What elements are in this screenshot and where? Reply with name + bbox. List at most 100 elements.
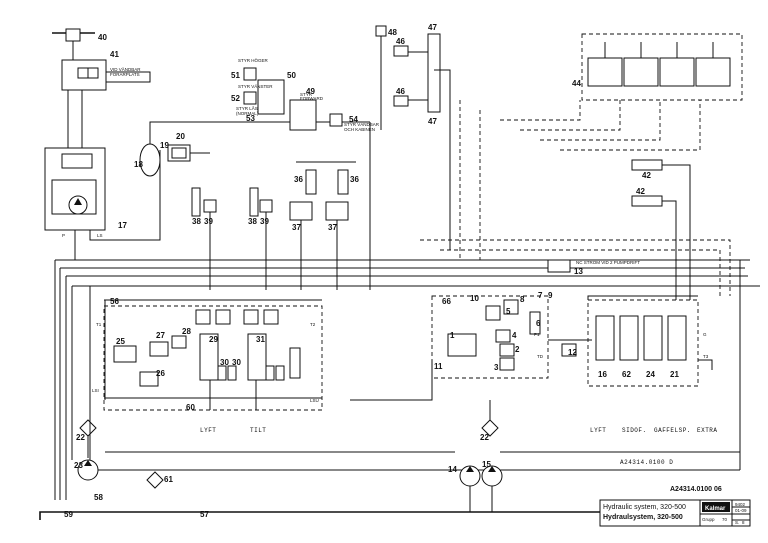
label-tilt: TILT — [250, 427, 266, 434]
label-6: 6 — [536, 319, 541, 328]
label-36b: 36 — [350, 175, 359, 184]
port-t1: T1 — [96, 322, 102, 327]
v49-text-a: STYR — [300, 92, 313, 97]
control-valve-bank-44 — [459, 33, 743, 260]
v50-text-a: STYR HÖGER — [238, 57, 269, 63]
label-14: 62 — [622, 370, 631, 379]
label-25: 25 — [116, 337, 125, 346]
label-12: 12 — [568, 348, 577, 357]
port-lsi: LSI — [92, 388, 99, 393]
label-16: 21 — [670, 370, 679, 379]
valve-62 — [420, 239, 731, 296]
port-g: G — [703, 332, 707, 337]
label-58: 58 — [94, 493, 103, 502]
v54-text-a: STYR VÄNDBAR — [344, 121, 380, 127]
label-22b: 22 — [480, 433, 489, 442]
port-td: TD — [537, 354, 544, 359]
group-value: 70 — [722, 517, 728, 522]
cylinders-42 — [631, 159, 691, 300]
valve-38-39-group — [191, 187, 273, 290]
label-30a: 30 — [220, 358, 229, 367]
label-11: 11 — [434, 362, 443, 371]
label-36a: 36 — [294, 175, 303, 184]
label-1: 1 — [450, 331, 455, 340]
label-41-text-b: FÖRARPLATS — [110, 71, 140, 77]
label-53: 53 — [246, 114, 255, 123]
label-28: 28 — [182, 327, 191, 336]
brand-logo-text: Kalmar — [705, 506, 726, 512]
label-21: 15 — [482, 460, 491, 469]
label-44: 44 — [572, 79, 581, 88]
accumulator-group — [139, 121, 370, 177]
label-38a: 38 — [192, 217, 201, 226]
label-10: 10 — [470, 294, 479, 303]
label-41: 41 — [110, 50, 119, 59]
label-51: 51 — [231, 71, 240, 80]
label-extra: EXTRA — [697, 427, 718, 434]
label-lyft-right: LYFT — [590, 427, 606, 434]
title-sv: Hydraulsystem, 320-500 — [603, 514, 683, 521]
page-value: 8 — [742, 520, 745, 525]
v50-text-c: STYR LÅS — [236, 105, 258, 111]
label-46a: 46 — [396, 37, 405, 46]
label-9: 9 — [548, 291, 553, 300]
main-lines — [39, 259, 760, 520]
label-26: 26 — [156, 369, 165, 378]
v50-text-d: (NORMAL) — [236, 111, 259, 116]
title-en: Hydraulic system, 320-500 — [603, 504, 686, 511]
title-block — [599, 499, 751, 527]
label-40: 40 — [98, 33, 107, 42]
label-15: 24 — [646, 370, 655, 379]
label-50: 50 — [287, 71, 296, 80]
label-29: 29 — [209, 335, 218, 344]
label-27: 27 — [156, 331, 165, 340]
v49-text-b: FORWARD — [300, 96, 324, 101]
label-31: 31 — [256, 335, 265, 344]
port-ls: LS — [97, 233, 103, 238]
v54-text-b: OCH KABINEN — [344, 127, 375, 132]
steering-unit-group — [44, 28, 161, 260]
label-37a: 37 — [292, 223, 301, 232]
label-3: 3 — [494, 363, 499, 372]
priority-valve-block — [350, 295, 592, 401]
label-39a: 39 — [204, 217, 213, 226]
label-23: 23 — [74, 461, 83, 470]
label-60: 60 — [186, 403, 195, 412]
label-61: 61 — [164, 475, 173, 484]
label-37b: 37 — [328, 223, 337, 232]
ref-code: A24314.0100 D — [620, 459, 673, 466]
label-17: 17 — [118, 221, 127, 230]
nc-strom-note: NC STRÖM VID 2 PUMPDRIFT — [576, 259, 640, 265]
label-56: 56 — [110, 297, 119, 306]
label-19: 19 — [160, 141, 169, 150]
label-39b: 39 — [260, 217, 269, 226]
port-p1: P1 — [534, 332, 540, 337]
label-47a: 47 — [428, 23, 437, 32]
port-lsu: LSU — [310, 398, 319, 403]
label-18: 18 — [134, 160, 143, 169]
label-13: 16 — [598, 370, 607, 379]
label-48: 48 — [388, 28, 397, 37]
label-49: 49 — [306, 87, 315, 96]
label-46b: 46 — [396, 87, 405, 96]
label-22a: 22 — [76, 433, 85, 442]
sheet-code: 01-09 — [735, 508, 747, 513]
label-57: 57 — [200, 510, 209, 519]
port-p: P — [62, 233, 65, 238]
label-4: 4 — [512, 331, 517, 340]
label-42a: 42 — [642, 171, 651, 180]
pumps-and-filters — [77, 400, 503, 512]
label-20: 20 — [176, 132, 185, 141]
label-66: 66 — [442, 297, 451, 306]
label-7: 7 — [538, 291, 543, 300]
label-59: 59 — [64, 510, 73, 519]
label-54: 54 — [349, 115, 358, 124]
label-62: 13 — [574, 267, 583, 276]
main-valve-block — [103, 299, 323, 411]
label-38b: 38 — [248, 217, 257, 226]
label-sidof: SIDOF. — [622, 427, 647, 434]
label-lyft-left: LYFT — [200, 427, 216, 434]
label-41-text-a: VID VÄNDBAR — [110, 66, 141, 72]
label-30b: 30 — [232, 358, 241, 367]
